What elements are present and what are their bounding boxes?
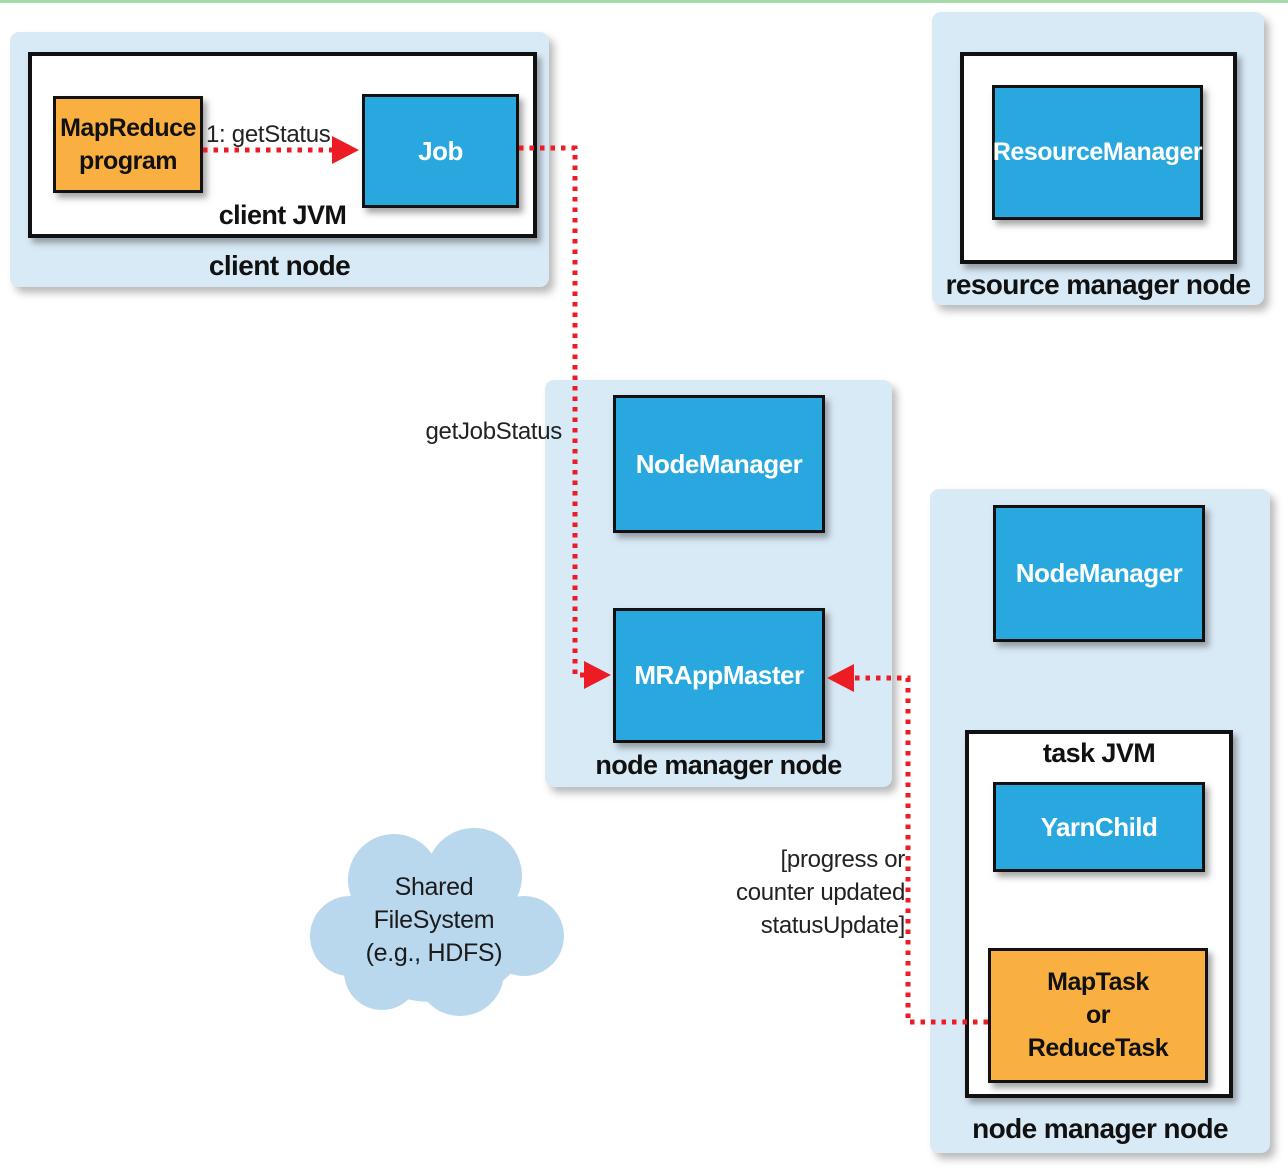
shared-filesystem-cloud: Shared FileSystem (e.g., HDFS)	[298, 814, 570, 1026]
task-jvm-label: task JVM	[1042, 738, 1156, 768]
mr-app-master-box: MRAppMaster	[613, 608, 825, 743]
task-node: NodeManager task JVM YarnChild MapTask o…	[930, 489, 1270, 1153]
app-master-node: NodeManager MRAppMaster node manager nod…	[545, 380, 892, 787]
client-jvm-box: MapReduce program Job client JVM	[28, 52, 537, 238]
resource-manager-box: ResourceManager	[992, 85, 1203, 220]
job-box: Job	[362, 94, 519, 208]
client-jvm-label: client JVM	[218, 200, 347, 230]
resource-manager-node: ResourceManager resource manager node	[932, 12, 1264, 305]
node-manager-box-1: NodeManager	[613, 395, 825, 533]
resource-manager-inner-box: ResourceManager	[960, 52, 1237, 264]
status-update-label: [progress or counter updated statusUpdat…	[736, 846, 905, 939]
client-node: MapReduce program Job client JVM client …	[10, 32, 549, 287]
mapreduce-program-box: MapReduce program	[53, 96, 203, 193]
top-border-line	[0, 0, 1288, 3]
resource-manager-node-label: resource manager node	[945, 269, 1251, 300]
cloud-icon	[310, 828, 564, 1016]
get-status-label: 1: getStatus	[206, 121, 331, 148]
yarn-child-box: YarnChild	[993, 782, 1205, 872]
shared-filesystem-label: Shared FileSystem (e.g., HDFS)	[365, 872, 503, 967]
map-reduce-task-box: MapTask or ReduceTask	[988, 948, 1208, 1083]
node-manager-box-2: NodeManager	[993, 505, 1205, 642]
client-node-label: client node	[208, 250, 351, 281]
task-jvm-box: task JVM YarnChild MapTask or ReduceTask	[965, 730, 1233, 1098]
task-node-label: node manager node	[972, 1113, 1228, 1144]
get-job-status-label: getJobStatus	[425, 418, 563, 445]
app-master-node-label: node manager node	[595, 750, 842, 780]
